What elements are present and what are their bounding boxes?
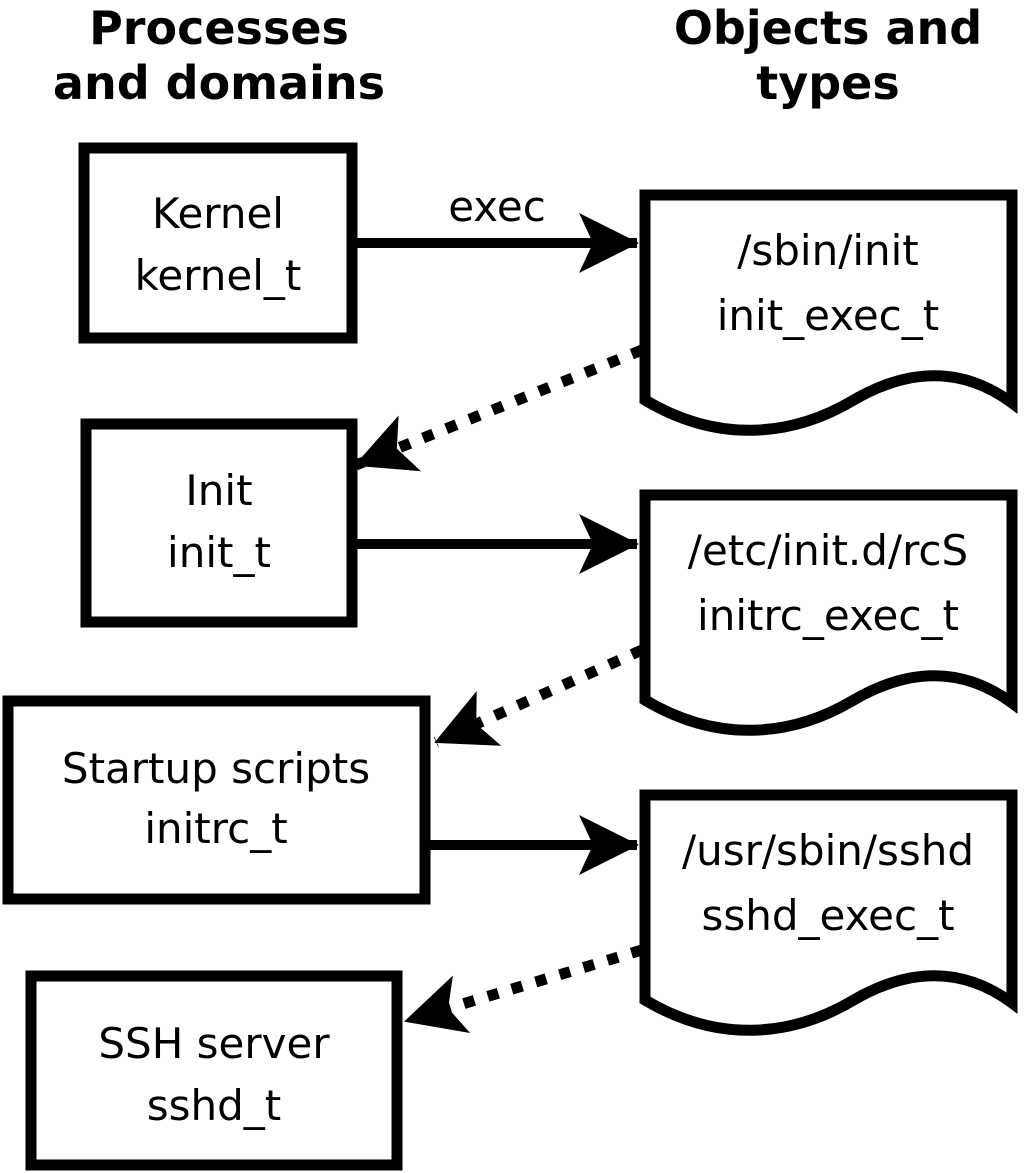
object-doc-sbin-init: /sbin/init init_exec_t (639, 189, 1018, 436)
object-doc-sbin-init-line1: /sbin/init (737, 226, 919, 275)
exec-label: exec (448, 182, 546, 231)
process-box-startup-scripts: Startup scripts initrc_t (2, 695, 431, 905)
dotted-arrow-sshd-to-sshserver (404, 944, 644, 1034)
process-box-ssh-server: SSH server sshd_t (25, 970, 403, 1171)
process-box-ssh-server-line2: sshd_t (147, 1081, 282, 1130)
process-box-init: Init init_t (80, 418, 358, 628)
process-box-kernel-line2: kernel_t (135, 251, 302, 300)
dotted-arrow-rcs-to-startup (433, 644, 645, 748)
object-doc-usr-sbin-sshd-line2: sshd_exec_t (701, 891, 954, 940)
solid-arrow-kernel-to-sbin-init: exec (352, 182, 639, 273)
object-doc-etc-initd-rcs: /etc/init.d/rcS initrc_exec_t (639, 489, 1018, 736)
object-doc-etc-initd-rcs-line1: /etc/init.d/rcS (688, 526, 968, 575)
process-box-ssh-server-line1: SSH server (98, 1019, 330, 1068)
process-box-kernel-line1: Kernel (152, 189, 284, 238)
object-doc-usr-sbin-sshd-line1: /usr/sbin/sshd (682, 826, 974, 875)
object-doc-usr-sbin-sshd: /usr/sbin/sshd sshd_exec_t (639, 789, 1018, 1036)
process-box-startup-scripts-line2: initrc_t (144, 804, 287, 853)
process-box-kernel: Kernel kernel_t (78, 142, 358, 344)
column-header-left-line1: Processes (89, 1, 349, 55)
column-header-right-line1: Objects and (674, 1, 982, 55)
process-box-init-line1: Init (185, 466, 252, 515)
column-header-right: Objects and types (674, 1, 982, 110)
column-header-left-line2: and domains (53, 56, 385, 110)
column-header-left: Processes and domains (53, 1, 385, 110)
object-doc-etc-initd-rcs-line2: initrc_exec_t (697, 591, 959, 640)
process-box-init-line2: init_t (167, 528, 271, 577)
object-doc-sbin-init-line2: init_exec_t (717, 291, 940, 340)
column-header-right-line2: types (756, 56, 899, 110)
dotted-arrow-sbin-init-to-init (353, 344, 645, 472)
process-box-startup-scripts-line1: Startup scripts (62, 744, 370, 793)
